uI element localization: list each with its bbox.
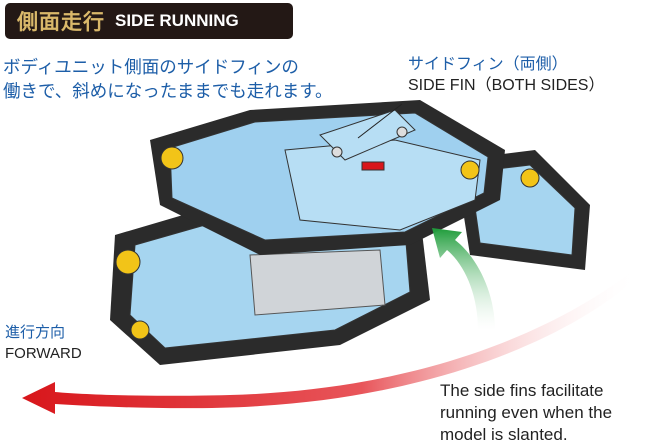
description-jp: ボディユニット側面のサイドフィンの 働きで、斜めになったままでも走れます。 <box>3 56 333 104</box>
side-fin-label-en: SIDE FIN（BOTH SIDES） <box>408 77 605 94</box>
tilt-arrow <box>432 228 495 330</box>
track-unit-upper <box>150 100 505 255</box>
side-fin-label: サイドフィン（両側） SIDE FIN（BOTH SIDES） <box>408 53 604 97</box>
side-fin-label-jp: サイドフィン（両側） <box>408 54 568 73</box>
caption-note: The side fins facilitate running even wh… <box>440 380 650 446</box>
side-fin-leader <box>357 103 403 139</box>
direction-label-en: FORWARD <box>5 345 82 362</box>
header-title-en: SIDE RUNNING <box>115 11 239 30</box>
forward-arrow <box>22 265 640 414</box>
direction-label: 進行方向 FORWARD <box>5 322 82 364</box>
section-header: 側面走行 SIDE RUNNING <box>5 3 293 39</box>
description-line: ボディユニット側面のサイドフィンの <box>3 58 299 78</box>
direction-label-jp: 進行方向 <box>5 323 66 341</box>
note-line: running even when the <box>440 403 613 422</box>
header-title-jp: 側面走行 <box>17 10 105 34</box>
note-line: The side fins facilitate <box>440 381 604 400</box>
description-line: 働きで、斜めになったままでも走れます。 <box>3 82 333 102</box>
note-line: model is slanted. <box>440 425 568 444</box>
